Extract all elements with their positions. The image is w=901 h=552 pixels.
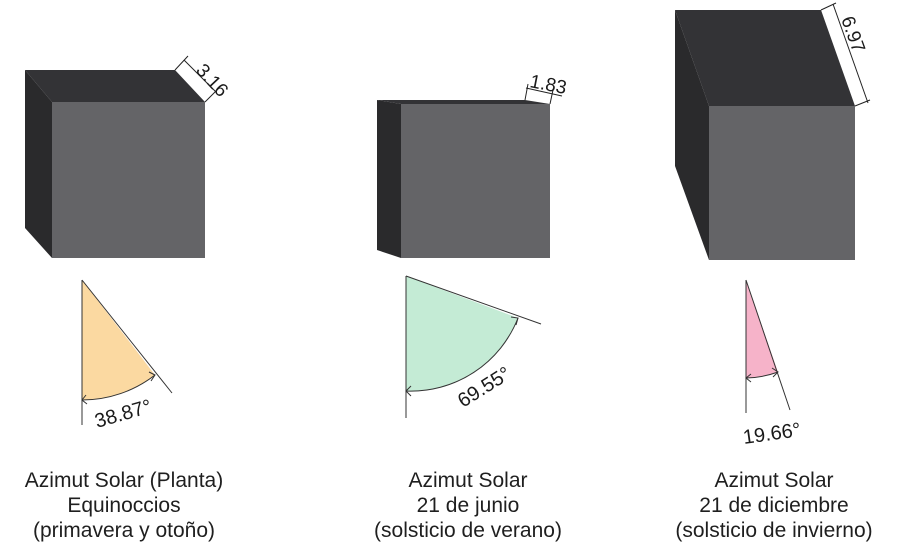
box-june-front (401, 104, 550, 258)
wedge-december-outline (745, 279, 791, 413)
caption-season: (primavera y otoño) (32, 519, 216, 542)
box-equinox-top (25, 70, 205, 102)
wedge-june-arc (405, 317, 519, 392)
arrowhead-icon (405, 316, 519, 397)
caption-june: Azimut Solar 21 de junio (solsticio de v… (338, 468, 598, 543)
azimuth-wedge-december (745, 279, 791, 413)
caption-date: 21 de diciembre (699, 494, 849, 517)
arrowhead-icon (81, 371, 156, 405)
caption-equinox: Azimut Solar (Planta) Equinoccios (prima… (0, 468, 254, 543)
dimension-december-label: 6.97 (836, 14, 868, 56)
box-june (377, 100, 550, 258)
azimuth-wedge-june (405, 275, 542, 418)
caption-title: Azimut Solar (408, 469, 528, 492)
caption-december: Azimut Solar 21 de diciembre (solsticio … (644, 468, 901, 543)
dimension-june-label: 1.83 (528, 71, 568, 99)
caption-date: Equinoccios (67, 494, 181, 517)
azimuth-wedge-equinox (81, 279, 173, 425)
box-equinox-side (25, 70, 52, 258)
caption-season: (solsticio de invierno) (675, 519, 873, 542)
azimuth-december-label: 19.66° (742, 419, 803, 449)
box-equinox-front (52, 102, 205, 258)
wedge-june-fill (406, 276, 518, 392)
wedge-june-outline (405, 275, 542, 418)
dimension-equinox (174, 55, 220, 103)
azimuth-equinox-label: 38.87° (92, 396, 154, 433)
caption-title: Azimut Solar (Planta) (24, 469, 224, 492)
dimension-june (524, 83, 563, 105)
wedge-equinox-outline (81, 279, 173, 425)
caption-date: 21 de junio (416, 494, 520, 517)
wedge-equinox-arc (81, 374, 156, 401)
box-december-front (709, 106, 855, 260)
dimension-december (820, 2, 871, 107)
caption-title: Azimut Solar (714, 469, 834, 492)
box-december-top (675, 10, 855, 106)
box-december-side (675, 10, 709, 260)
box-june-side (377, 100, 401, 258)
arrowhead-icon (745, 367, 779, 383)
box-december (675, 10, 855, 260)
caption-season: (solsticio de verano) (374, 519, 562, 542)
box-equinox (25, 70, 205, 258)
box-june-top (377, 100, 550, 104)
wedge-equinox-fill (82, 280, 155, 400)
